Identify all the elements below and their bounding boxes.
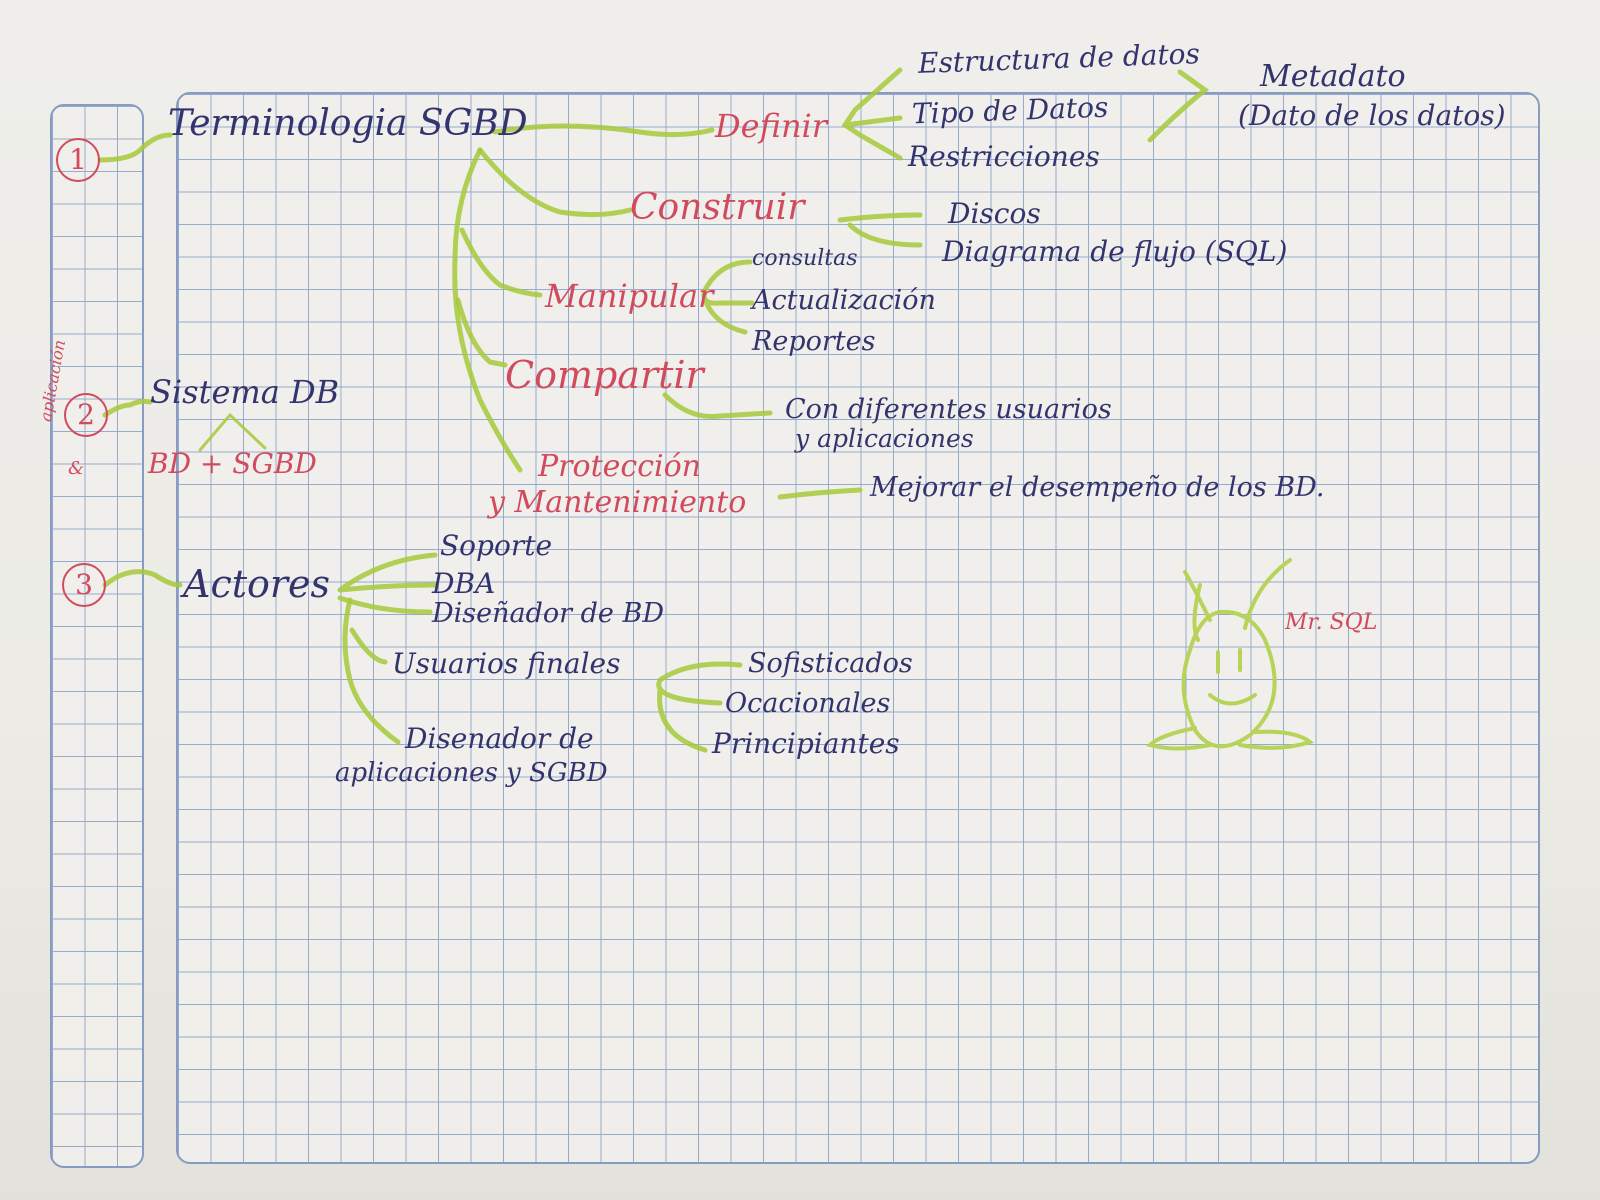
branch-manipular-items <box>701 259 755 335</box>
branch-3-to-title <box>102 569 183 588</box>
branch-construir-items <box>837 212 923 248</box>
branch-definir-fork <box>841 67 903 161</box>
construir-item-1: Discos <box>948 197 1041 230</box>
compartir-item-2: y aplicaciones <box>795 424 974 453</box>
section-2-formula: BD + SGBD <box>148 447 317 480</box>
branch-metadato <box>1147 69 1210 143</box>
branch-actores-trunk <box>342 597 401 745</box>
branch-trunk <box>452 147 523 473</box>
branch-label-manipular: Manipular <box>545 277 714 315</box>
branch-proteccion-items <box>777 487 863 500</box>
branch-construir <box>477 147 633 218</box>
metadato-label: Metadato <box>1260 59 1406 94</box>
metadato-note: (Dato de los datos) <box>1238 99 1506 132</box>
manipular-item-1: consultas <box>752 246 858 271</box>
branch-compartir <box>455 297 508 368</box>
section-2-number: 2 <box>64 393 108 437</box>
section-2-title: Sistema DB <box>150 373 340 411</box>
usuarios-label: Usuarios finales <box>392 647 621 680</box>
mr-sql-doodle <box>1146 558 1315 751</box>
section-3-number: 3 <box>62 563 106 607</box>
manipular-item-3: Reportes <box>752 326 876 357</box>
branch-label-definir: Definir <box>715 107 828 145</box>
branch-2-to-title <box>102 398 153 418</box>
manipular-item-2: Actualización <box>752 285 936 316</box>
branch-label-construir: Construir <box>630 187 805 228</box>
construir-item-2: Diagrama de flujo (SQL) <box>942 235 1288 268</box>
branch-label-proteccion-2: y Mantenimiento <box>488 485 747 520</box>
actores-item-3: Diseñador de BD <box>432 598 664 629</box>
branch-usuarios <box>349 627 388 665</box>
branch-label-compartir: Compartir <box>505 353 704 397</box>
branch-1-to-title <box>97 132 173 163</box>
branch-manipular <box>459 227 543 298</box>
branch-actores-fork <box>337 552 438 615</box>
branch-title-to-definir <box>492 123 715 138</box>
actores-item-1: Soporte <box>440 529 553 562</box>
main-grid <box>176 92 1540 1164</box>
definir-item-3: Restricciones <box>908 140 1100 173</box>
branch-label-proteccion-1: Protección <box>538 449 701 484</box>
usuarios-item-2: Ocacionales <box>725 688 891 719</box>
section-1-number: 1 <box>56 138 100 182</box>
branch-formula <box>198 412 267 452</box>
compartir-item-1: Con diferentes usuarios <box>785 394 1112 425</box>
actores-item-2: DBA <box>432 567 496 600</box>
usuarios-item-3: Principiantes <box>712 727 900 760</box>
disenador-line-2: aplicaciones y SGBD <box>335 758 608 788</box>
branch-usuarios-items <box>656 661 743 753</box>
disenador-line-1: Disenador de <box>405 722 594 755</box>
section-1-title: Terminologia SGBD <box>168 103 528 144</box>
proteccion-item-1: Mejorar el desempeño de los BD. <box>870 472 1325 503</box>
margin-grid <box>50 104 144 1168</box>
margin-note-line2: & <box>68 458 85 479</box>
definir-item-2: Tipo de Datos <box>911 90 1109 131</box>
branch-compartir-items <box>662 392 773 420</box>
usuarios-item-1: Sofisticados <box>748 648 913 679</box>
section-3-title: Actores <box>183 562 331 606</box>
doodle-label: Mr. SQL <box>1285 610 1378 635</box>
